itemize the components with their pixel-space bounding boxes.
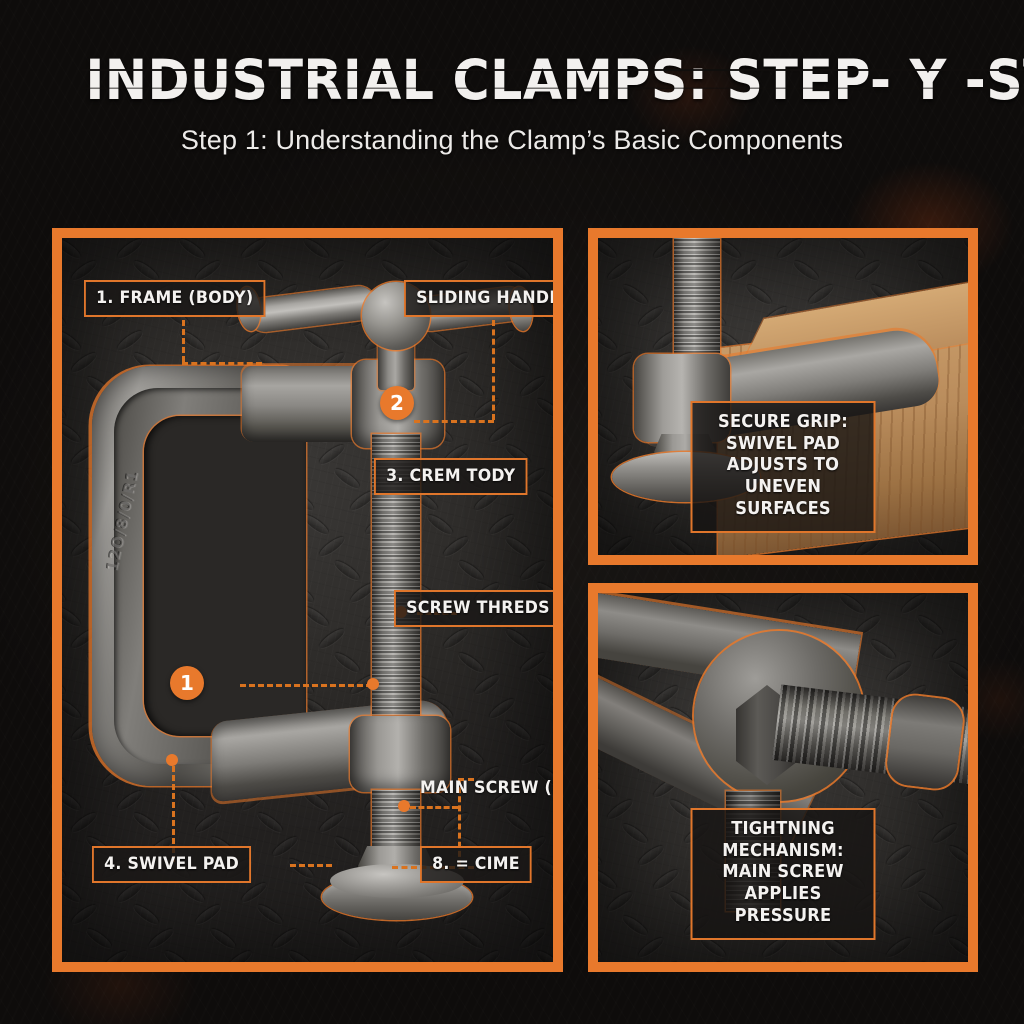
header: INDUSTRIAL CLAMPS: STEP- Y -STEP Step 1:… <box>0 0 1024 156</box>
leader-sliding-h <box>414 420 494 423</box>
label-sliding-handle[interactable]: SLIDING HANDLE <box>404 280 553 317</box>
label-crem-tody[interactable]: 3. CREM TODY <box>374 458 528 495</box>
label-screw-threds[interactable]: SCREW THREDS <box>394 590 553 627</box>
panel-tightening-mechanism: TIGHTNING MECHANISM: MAIN SCREW APPLIES … <box>588 583 978 972</box>
label-cime[interactable]: 8. = CIME <box>420 846 532 883</box>
frame-throat <box>144 416 306 736</box>
clamp-illustration: 12O/8/0/R1 <box>62 238 553 962</box>
leader-swivel-h <box>290 864 332 867</box>
panel-main-diagram: 12O/8/0/R1 <box>52 228 563 972</box>
clamp-lower-boss <box>350 716 450 792</box>
caption-tightening-text: TIGHTNING MECHANISM: MAIN SCREW APPLIES … <box>722 818 844 927</box>
label-frame-body[interactable]: 1. FRAME (BODY) <box>84 280 266 317</box>
caption-secure-grip-text: SECURE GRIP: SWIVEL PAD ADJUSTS TO UNEVE… <box>718 411 848 520</box>
caption-secure-grip: SECURE GRIP: SWIVEL PAD ADJUSTS TO UNEVE… <box>690 400 876 533</box>
dot-swivel <box>166 754 178 766</box>
screw-end-cap-br <box>884 693 966 791</box>
leader-frame-h <box>182 362 262 365</box>
caption-tightening: TIGHTNING MECHANISM: MAIN SCREW APPLIES … <box>690 807 876 940</box>
dot-main-screw <box>398 800 410 812</box>
dot-badge1 <box>367 678 379 690</box>
badge-1[interactable]: 1 <box>170 666 204 700</box>
leader-main-screw-top <box>458 778 474 781</box>
page-title: INDUSTRIAL CLAMPS: STEP- Y -STEP <box>81 52 1024 109</box>
leader-frame-v <box>182 320 185 362</box>
clamp-handle-bar-left <box>246 284 378 334</box>
leader-main-screw-h <box>410 806 458 809</box>
badge-2[interactable]: 2 <box>380 386 414 420</box>
leader-badge1-h <box>240 684 372 687</box>
label-swivel-pad[interactable]: 4. SWIVEL PAD <box>92 846 252 883</box>
leader-sliding-v <box>492 320 495 420</box>
page-subtitle: Step 1: Understanding the Clamp’s Basic … <box>180 125 844 156</box>
clamp-lower-screw <box>372 790 420 856</box>
panel-secure-grip: SECURE GRIP: SWIVEL PAD ADJUSTS TO UNEVE… <box>588 228 978 565</box>
clamp-screw-tr <box>674 238 720 362</box>
leader-main-screw-v <box>458 778 461 866</box>
leader-swivel-v <box>172 766 175 862</box>
label-main-screw-spindle[interactable]: MAIN SCREW (SPINDLE) <box>420 778 563 798</box>
